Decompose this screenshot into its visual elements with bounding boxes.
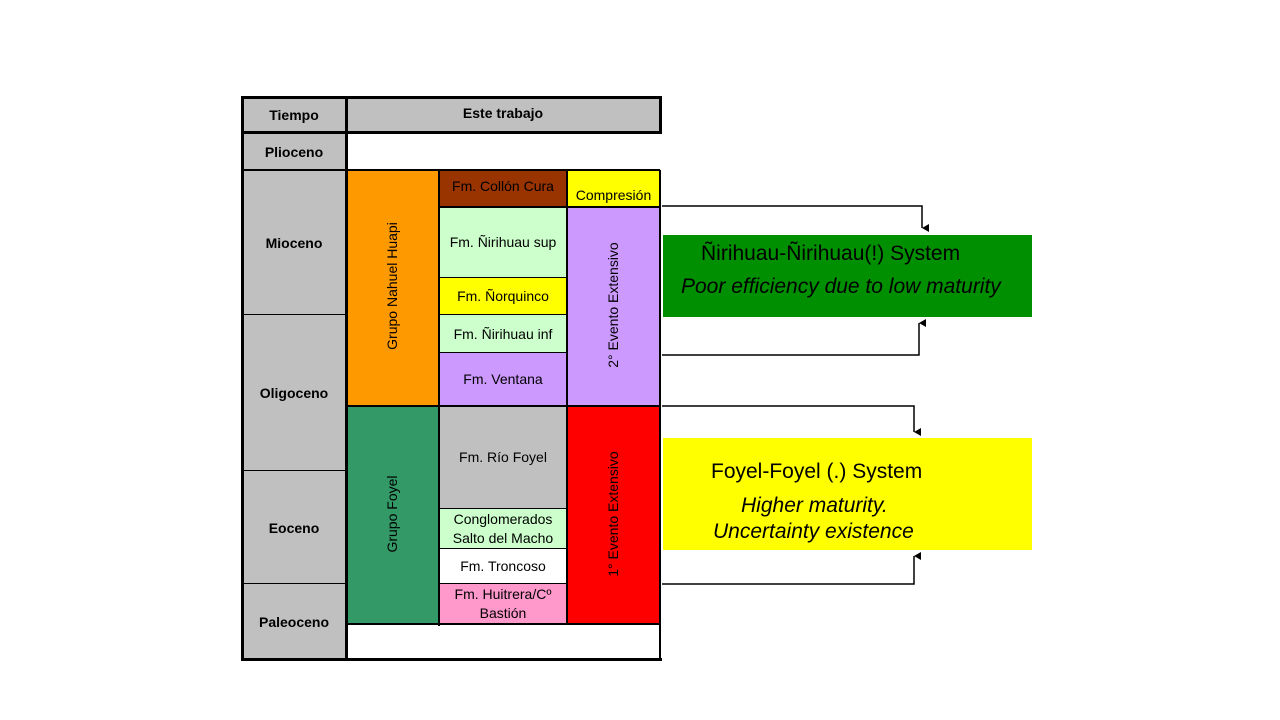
formation-nirihuau-inf-label: Fm. Ñirihuau inf — [453, 325, 553, 342]
border-bottom — [241, 658, 662, 661]
group-divider — [346, 405, 660, 407]
formation-huitrera: Fm. Huitrera/Cº Bastión — [439, 584, 567, 624]
system-nirihuau-marker: (!) — [864, 242, 885, 265]
system-nirihuau-subtitle: Poor efficiency due to low maturity — [681, 275, 1001, 298]
formation-nirihuau-sup-label: Fm. Ñirihuau sup — [449, 234, 557, 250]
arrow-second-extensive-to-nirihuau — [662, 319, 926, 356]
event-first-extensive: 1° Evento Extensivo — [567, 406, 660, 624]
border-col1 — [345, 96, 348, 661]
system-nirihuau-title: Ñirihuau-Ñirihuau(!) System — [701, 242, 960, 266]
system-nirihuau-name: Ñirihuau-Ñirihuau — [701, 242, 865, 265]
system-foyel-subtitle-1: Higher maturity. — [741, 494, 888, 517]
arrow-compression-to-nirihuau — [662, 205, 929, 232]
fm-sep-5 — [439, 508, 567, 509]
event-second-extensive: 2° Evento Extensivo — [567, 207, 660, 406]
inner-top-line — [346, 169, 660, 171]
fm-sep-2 — [439, 277, 567, 278]
fm-sep-4 — [439, 352, 567, 353]
group-foyel: Grupo Foyel — [346, 406, 439, 624]
col-divider-4 — [659, 170, 661, 624]
epoch-oligocene-label: Oligoceno — [259, 385, 329, 401]
epoch-sep-1 — [242, 169, 346, 171]
group-nahuel-huapi: Grupo Nahuel Huapi — [346, 170, 439, 406]
formation-huitrera-line2: Bastión — [479, 605, 527, 621]
epoch-sep-3 — [242, 470, 346, 471]
formation-nirihuau-sup: Fm. Ñirihuau sup — [439, 207, 567, 278]
col-divider-2 — [438, 170, 440, 626]
header-work-cell: Este trabajo — [346, 97, 660, 132]
border-right-bottom — [659, 624, 661, 661]
header-time-label: Tiempo — [269, 106, 319, 123]
border-top — [241, 96, 662, 99]
border-right-top — [659, 96, 662, 133]
formation-troncoso: Fm. Troncoso — [439, 549, 567, 584]
epoch-eocene: Eoceno — [242, 471, 346, 584]
epoch-oligocene: Oligoceno — [242, 315, 346, 471]
epoch-paleocene: Paleoceno — [242, 584, 346, 660]
fm-sep-7 — [439, 583, 567, 584]
formation-huitrera-line1: Fm. Huitrera/Cº — [454, 586, 552, 602]
header-work-label: Este trabajo — [462, 104, 544, 121]
formation-conglomerados: Conglomerados Salto del Macho — [439, 509, 567, 549]
system-foyel-marker: (.) — [826, 460, 847, 483]
system-foyel-subtitle-2: Uncertainty existence — [713, 520, 914, 543]
system-foyel-word: System — [852, 460, 923, 483]
formation-collon-cura: Fm. Collón Cura — [439, 170, 567, 207]
epoch-eocene-label: Eoceno — [268, 519, 320, 536]
formation-conglomerados-line1: Conglomerados — [453, 511, 553, 527]
event-compression: Compresión — [567, 170, 660, 207]
event-compression-label: Compresión — [575, 187, 652, 203]
formation-rio-foyel: Fm. Río Foyel — [439, 406, 567, 509]
col-divider-3 — [566, 170, 568, 624]
border-header-bottom — [241, 131, 662, 134]
epoch-paleocene-label: Paleoceno — [258, 614, 330, 630]
epoch-miocene: Mioceno — [242, 170, 346, 315]
epoch-miocene-label: Mioceno — [265, 234, 323, 251]
formation-collon-cura-label: Fm. Collón Cura — [452, 178, 554, 194]
fm-sep-1 — [439, 206, 660, 208]
formation-troncoso-label: Fm. Troncoso — [460, 558, 546, 574]
arrow-first-extensive-to-foyel — [662, 552, 921, 585]
system-nirihuau-word: System — [890, 242, 961, 265]
fm-sep-3 — [439, 314, 567, 315]
formation-norquinco: Fm. Ñorquinco — [439, 278, 567, 315]
fm-sep-6 — [439, 548, 567, 549]
system-box-foyel: Foyel-Foyel (.) System Higher maturity. … — [663, 438, 1032, 550]
epoch-pliocene-label: Plioceno — [264, 143, 324, 160]
system-foyel-name: Foyel-Foyel — [711, 460, 821, 483]
formation-ventana-label: Fm. Ventana — [463, 371, 543, 387]
inner-bottom-line — [346, 623, 660, 625]
system-foyel-title: Foyel-Foyel (.) System — [711, 460, 922, 484]
epoch-pliocene: Plioceno — [242, 133, 346, 170]
arrow-boundary-to-foyel — [662, 405, 921, 436]
epoch-sep-2 — [242, 314, 346, 315]
epoch-sep-4 — [242, 583, 346, 584]
formation-conglomerados-line2: Salto del Macho — [452, 530, 554, 546]
system-box-nirihuau: Ñirihuau-Ñirihuau(!) System Poor efficie… — [663, 235, 1032, 317]
formation-ventana: Fm. Ventana — [439, 353, 567, 406]
formation-rio-foyel-label: Fm. Río Foyel — [459, 449, 547, 465]
header-time-cell: Tiempo — [242, 97, 346, 132]
formation-nirihuau-inf: Fm. Ñirihuau inf — [439, 315, 567, 353]
formation-norquinco-label: Fm. Ñorquinco — [457, 288, 549, 304]
border-left — [241, 96, 244, 661]
